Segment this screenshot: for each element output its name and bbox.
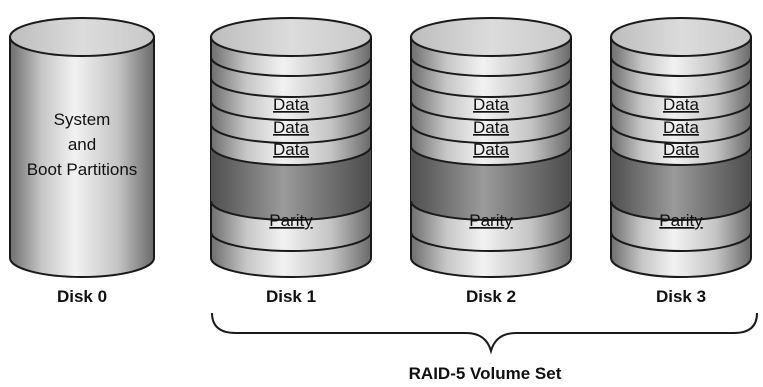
disk-2-data-label: Data	[473, 95, 509, 114]
disk-3-caption: Disk 3	[656, 287, 706, 306]
disk-3-parity-label: Parity	[659, 211, 703, 230]
disk-1-data-label: Data	[273, 95, 309, 114]
disk-1-parity-label: Parity	[269, 211, 313, 230]
disk-3: Data Data Data Parity	[610, 17, 752, 278]
volume-set-brace	[211, 312, 758, 355]
disk-2: Data Data Data Parity	[410, 17, 572, 278]
disk-0-content-line-2: and	[68, 135, 96, 154]
disk-2-caption: Disk 2	[466, 287, 516, 306]
disk-2-parity-label: Parity	[469, 211, 513, 230]
disk-1-data-label: Data	[273, 118, 309, 137]
disk-3-parity-gap	[611, 146, 751, 220]
disk-3-data-label: Data	[663, 95, 699, 114]
disk-2-data-label: Data	[473, 118, 509, 137]
disk-2-data-label: Data	[473, 140, 509, 159]
disk-0-content-line-3: Boot Partitions	[27, 160, 138, 179]
disk-1-caption: Disk 1	[266, 287, 316, 306]
disk-3-data-label: Data	[663, 118, 699, 137]
disk-2-parity-gap	[411, 146, 571, 220]
disk-1: Data Data Data Parity	[210, 17, 372, 278]
disk-1-data-label: Data	[273, 140, 309, 159]
disk-0-content-line-1: System	[54, 110, 111, 129]
volume-set-title: RAID-5 Volume Set	[409, 364, 562, 383]
disk-0-caption: Disk 0	[57, 287, 107, 306]
disk-0: System and Boot Partitions	[9, 17, 155, 278]
disk-3-data-label: Data	[663, 140, 699, 159]
disk-1-parity-gap	[211, 146, 371, 220]
